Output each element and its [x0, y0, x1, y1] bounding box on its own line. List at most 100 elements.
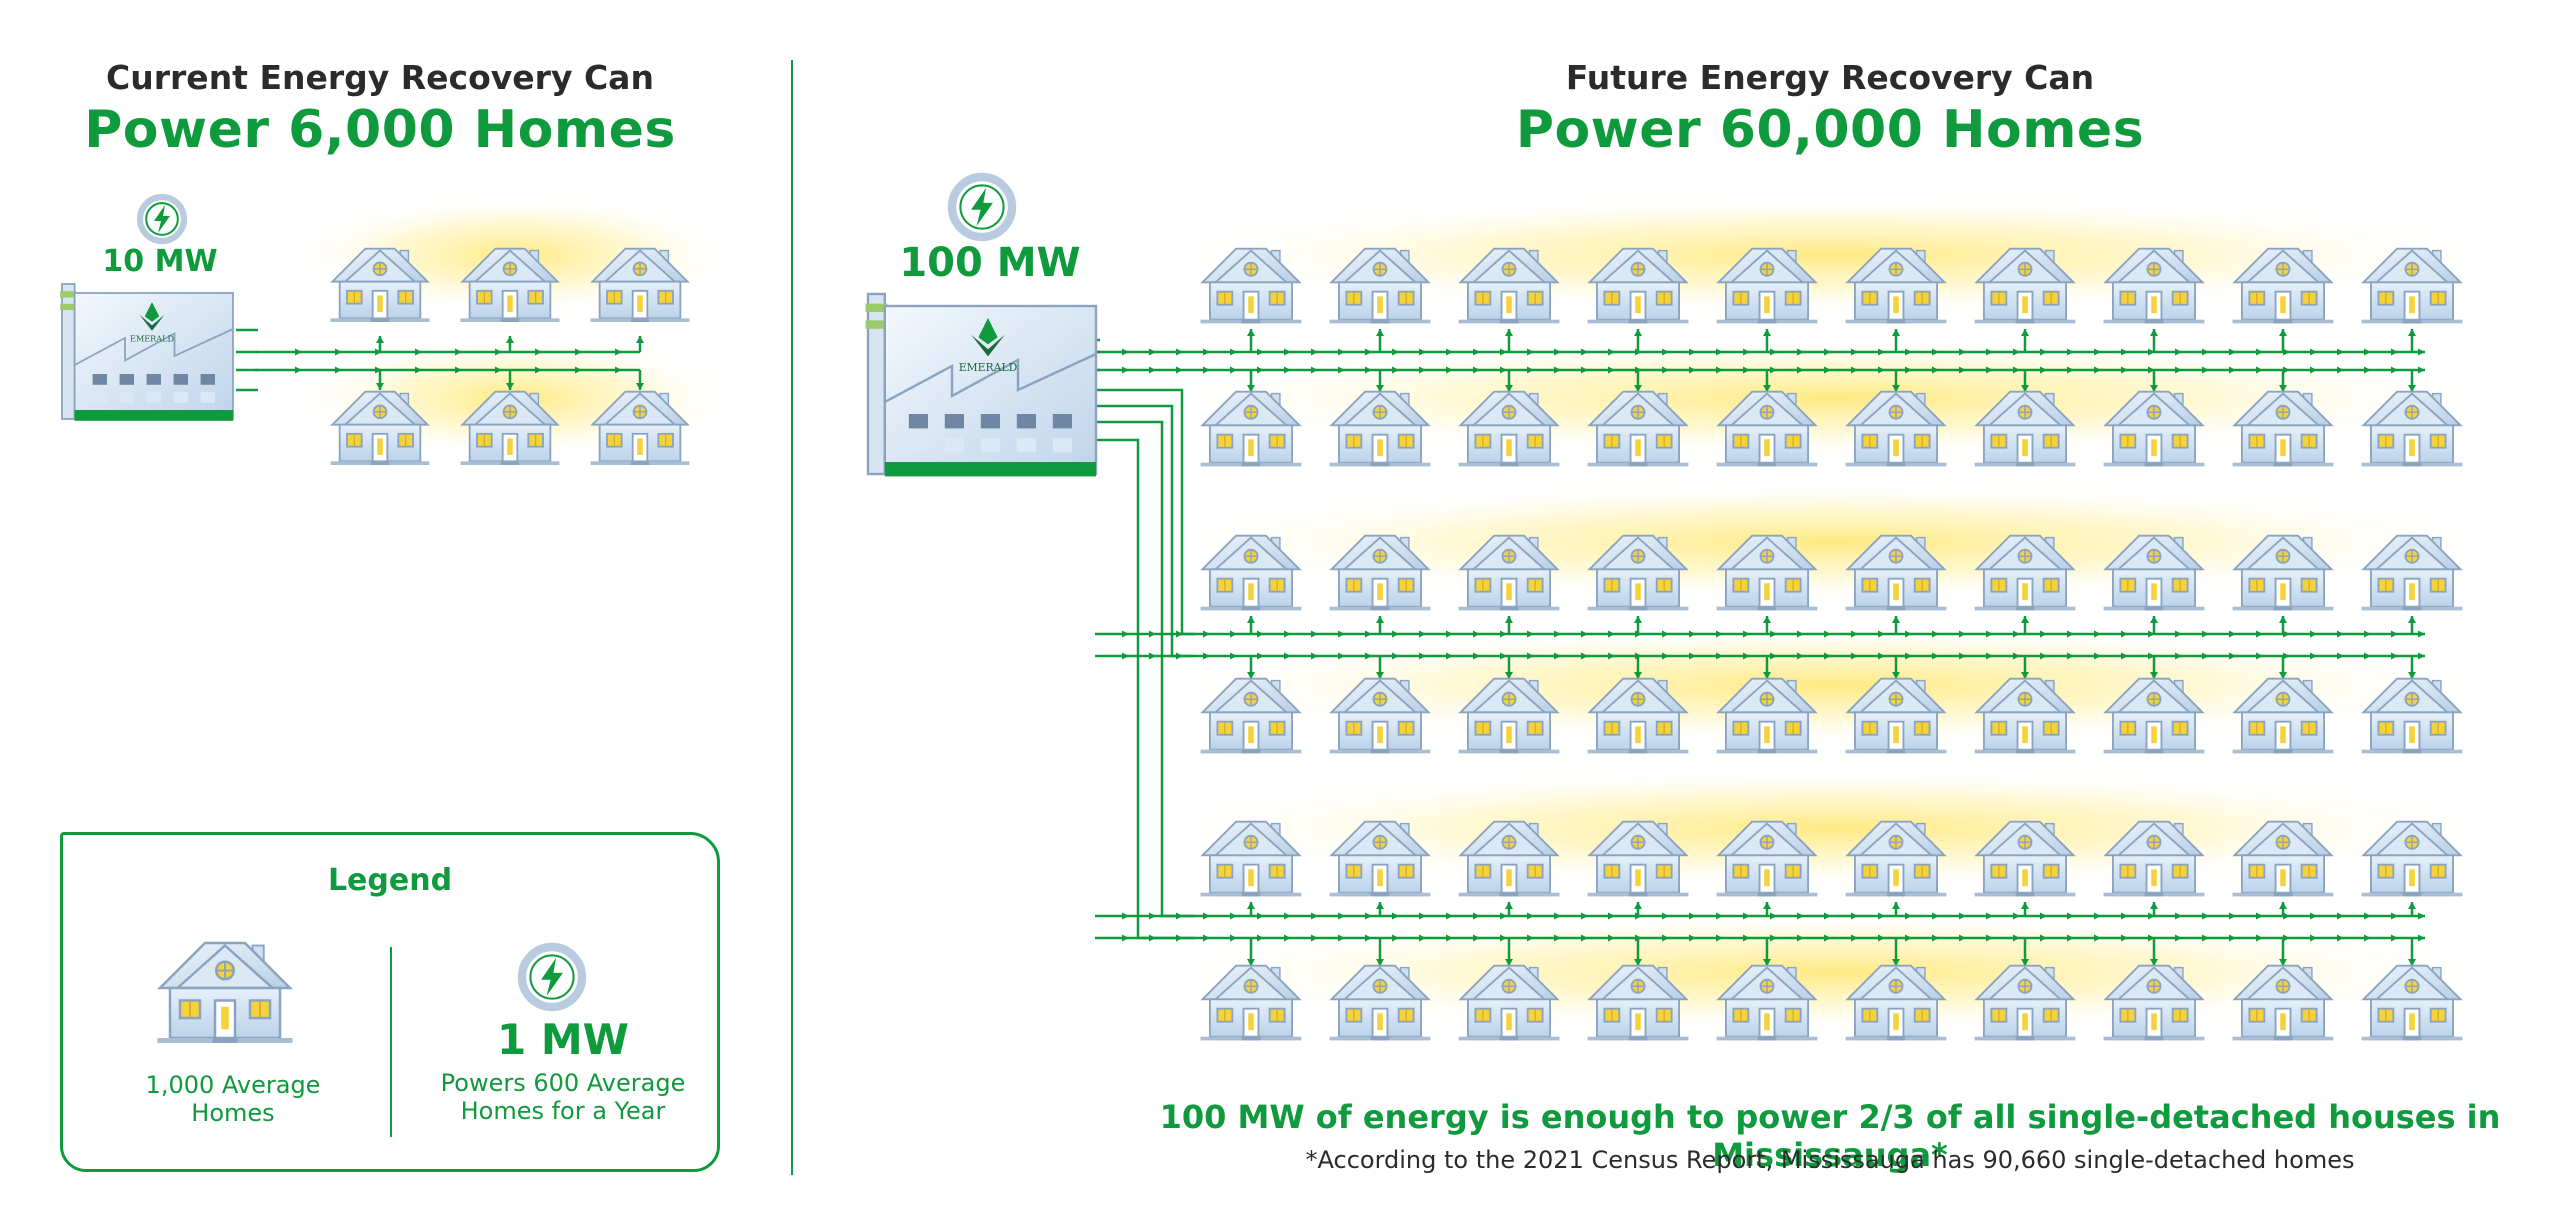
flow-arrow	[1446, 366, 1453, 374]
flow-arrow	[1743, 934, 1750, 942]
plant-window	[173, 374, 188, 385]
flow-arrow	[2013, 366, 2020, 374]
flow-arrow	[1365, 348, 1372, 356]
drop-arrow	[1376, 902, 1384, 909]
flow-arrow	[1500, 652, 1507, 660]
flow-arrow	[1338, 934, 1345, 942]
drop-arrow	[1376, 329, 1384, 336]
factory-icon: EMERALD	[865, 292, 1098, 477]
flow-arrow	[2310, 652, 2317, 660]
drop-arrow	[2408, 329, 2416, 336]
flow-arrow	[1689, 652, 1696, 660]
flow-arrow	[2175, 630, 2182, 638]
flow-arrow	[1230, 366, 1237, 374]
power-lines-layer	[236, 328, 2425, 966]
flow-arrow	[1527, 652, 1534, 660]
flow-arrow	[2418, 366, 2425, 374]
flow-arrow	[1230, 934, 1237, 942]
flow-arrow	[1770, 934, 1777, 942]
flow-arrow	[1473, 366, 1480, 374]
flow-arrow	[615, 366, 622, 374]
drop-arrow	[2408, 959, 2416, 966]
flow-arrow	[1851, 630, 1858, 638]
drop-arrow	[1505, 329, 1513, 336]
flow-arrow	[2094, 366, 2101, 374]
flow-arrow	[1527, 630, 1534, 638]
flow-arrow	[1716, 652, 1723, 660]
flow-arrow	[2283, 630, 2290, 638]
legend-title: Legend	[327, 863, 453, 898]
flow-arrow	[1122, 366, 1129, 374]
flow-arrow	[1230, 912, 1237, 920]
flow-arrow	[1338, 652, 1345, 660]
legend-icons-layer	[156, 941, 587, 1045]
flow-arrow	[1554, 652, 1561, 660]
flow-arrow	[1986, 652, 1993, 660]
flow-arrow	[1500, 934, 1507, 942]
flow-arrow	[1284, 366, 1291, 374]
flow-arrow	[2121, 652, 2128, 660]
drop-arrow	[2279, 902, 2287, 909]
drop-arrow	[636, 336, 644, 343]
flow-arrow	[1824, 934, 1831, 942]
emerald-logo	[978, 318, 998, 345]
flow-arrow	[1527, 912, 1534, 920]
flow-arrow	[1284, 630, 1291, 638]
flow-arrow	[1392, 912, 1399, 920]
flow-arrow	[1203, 652, 1210, 660]
flow-arrow	[1419, 912, 1426, 920]
flow-arrow	[1932, 630, 1939, 638]
flow-arrow	[2256, 348, 2263, 356]
drop-arrow	[1634, 902, 1642, 909]
flow-arrow	[1554, 348, 1561, 356]
flow-arrow	[2337, 934, 2344, 942]
sawtooth-roof	[74, 328, 234, 366]
drop-arrow	[1505, 385, 1513, 392]
flow-arrow	[2121, 630, 2128, 638]
drop-arrow	[2021, 385, 2029, 392]
flow-arrow	[2418, 630, 2425, 638]
drop-arrow	[1376, 385, 1384, 392]
plant-window	[1052, 414, 1072, 429]
flow-arrow	[1932, 366, 1939, 374]
flow-arrow	[2364, 934, 2371, 942]
flow-arrow	[2013, 934, 2020, 942]
flow-arrow	[2418, 912, 2425, 920]
flow-arrow	[2364, 348, 2371, 356]
drop-arrow	[2279, 329, 2287, 336]
flow-arrow	[1797, 366, 1804, 374]
flow-arrow	[1554, 912, 1561, 920]
plant-window	[1052, 438, 1072, 453]
flow-arrow	[1203, 912, 1210, 920]
flow-arrow	[1365, 934, 1372, 942]
drop-arrow	[1505, 902, 1513, 909]
flow-arrow	[2229, 348, 2236, 356]
stack-band	[60, 303, 77, 311]
flow-arrow	[1311, 652, 1318, 660]
flow-arrow	[1959, 348, 1966, 356]
flow-arrow	[1473, 652, 1480, 660]
flow-arrow	[2283, 348, 2290, 356]
drop-arrow	[376, 383, 384, 390]
flow-arrow	[1770, 348, 1777, 356]
flow-arrow	[1419, 366, 1426, 374]
flow-arrow	[2121, 366, 2128, 374]
legend-home-text: 1,000 Average Homes	[123, 1071, 343, 1127]
flow-arrow	[2391, 934, 2398, 942]
flow-arrow	[1257, 912, 1264, 920]
drop-arrow	[2021, 959, 2029, 966]
flow-arrow	[2121, 912, 2128, 920]
flow-arrow	[2121, 348, 2128, 356]
flow-arrow	[1419, 934, 1426, 942]
plant-window	[944, 414, 964, 429]
flow-arrow	[1527, 366, 1534, 374]
flow-arrow	[1608, 912, 1615, 920]
flow-arrow	[1338, 912, 1345, 920]
flow-arrow	[1122, 348, 1129, 356]
flow-arrow	[1851, 934, 1858, 942]
drop-arrow	[506, 383, 514, 390]
flow-arrow	[615, 348, 622, 356]
plant-window	[908, 438, 928, 453]
flow-arrow	[1149, 652, 1156, 660]
flow-arrow	[1257, 630, 1264, 638]
